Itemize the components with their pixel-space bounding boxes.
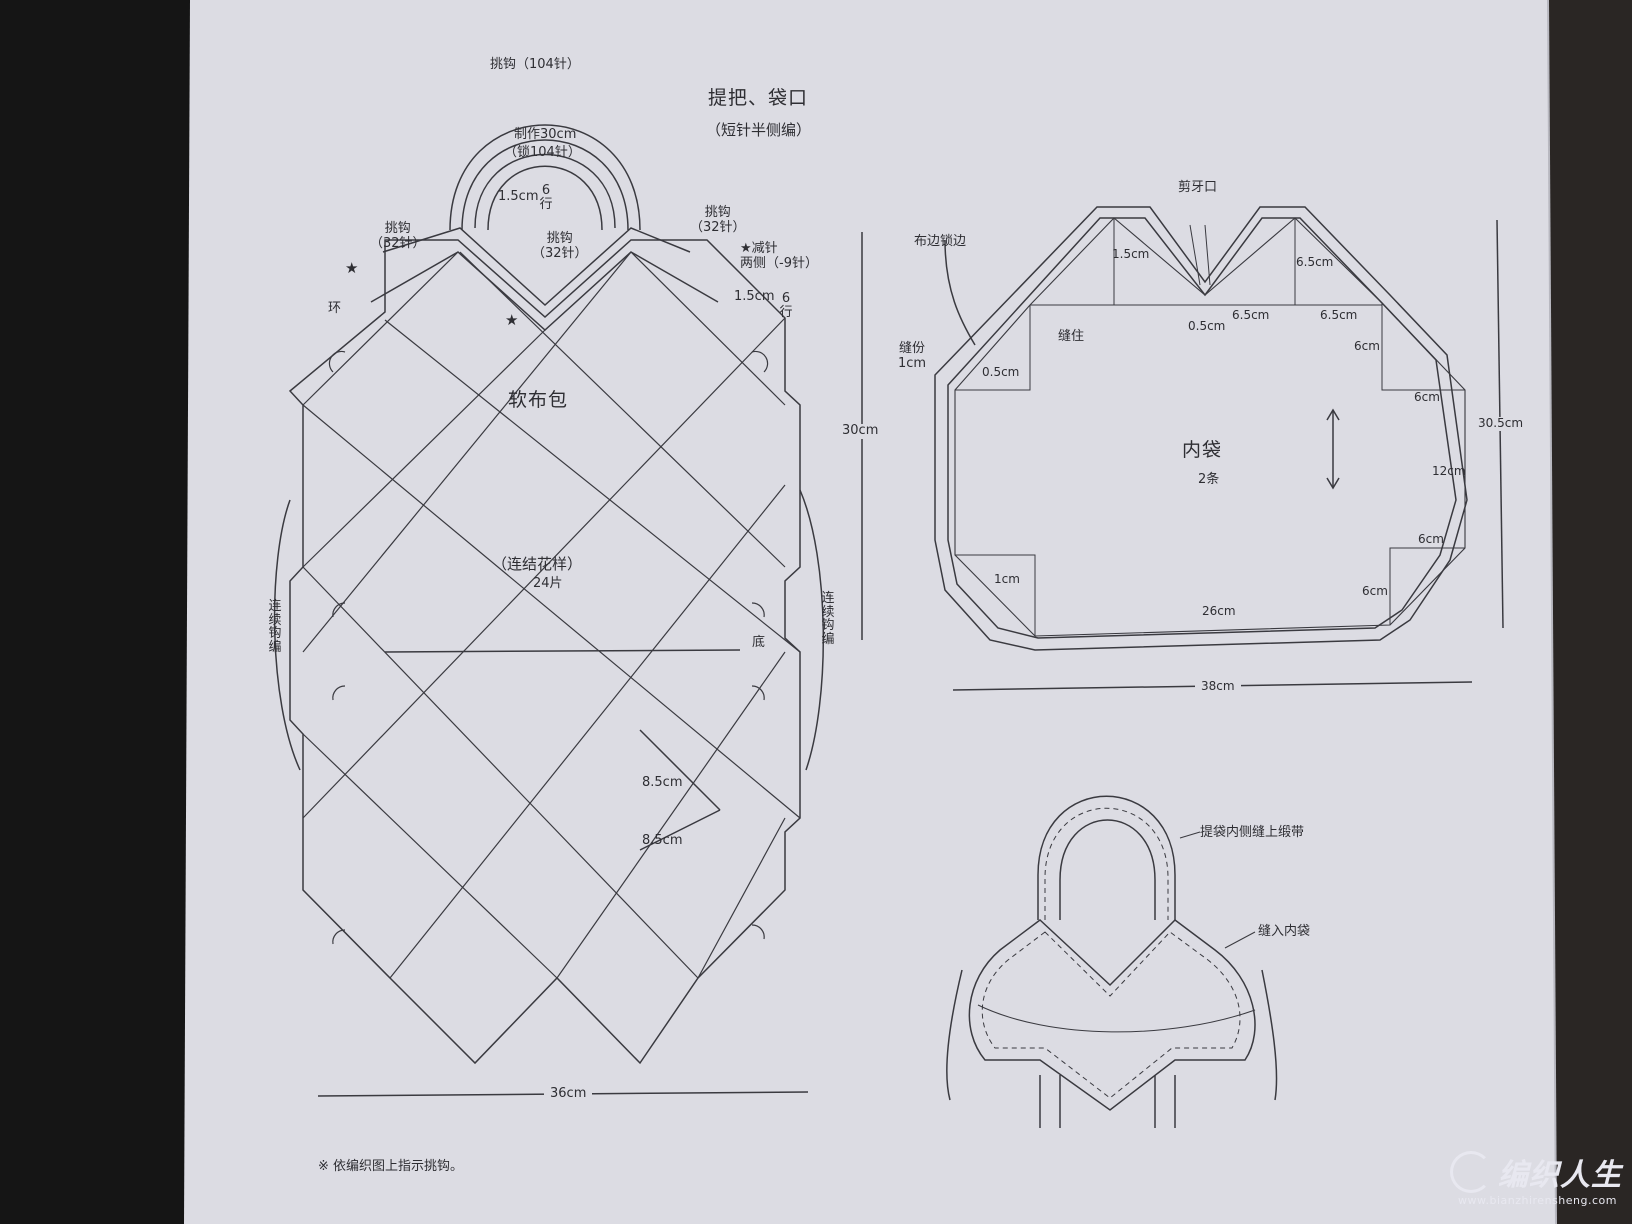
watermark-url: www.bianzhirensheng.com [1458, 1194, 1617, 1207]
bag-width-label: 36cm [544, 1086, 593, 1102]
decrease-sub-text: 两侧（-9针） [740, 255, 818, 271]
sew-in-note: 缝入内袋 [1258, 924, 1311, 939]
binding-label: 布边锁边 [914, 234, 967, 249]
right-rows-label: 6行 [779, 291, 793, 320]
seam-size-text: 1cm [898, 355, 927, 371]
sew-label: 缝住 [1058, 329, 1085, 344]
assembled-body [968, 919, 1256, 1111]
watermark-logo-text: 编织人生 [1498, 1158, 1622, 1193]
watermark: 编织人生 www.bianzhirensheng.com [1450, 1150, 1622, 1207]
right-height-label: 1.5cm [734, 289, 775, 304]
pickup-right-label: 挑钩 （32针） [690, 205, 746, 236]
handle-height-label: 1.5cm [498, 189, 539, 204]
dim-1cm: 1cm [994, 572, 1020, 586]
pickup-right-text: 挑钩 [704, 205, 731, 220]
dim-6-5cm-right: 6.5cm [1320, 308, 1358, 322]
dim-6cm-b: 6cm [1414, 390, 1440, 404]
dim-0-5cm-left: 0.5cm [982, 365, 1020, 379]
lining-stitch-line [954, 217, 1466, 637]
lining-inner-outline [947, 217, 1457, 639]
bottom-fold-line [384, 649, 741, 653]
continuous-right-label: 连续钩编 [821, 591, 835, 647]
spiral-icon [1450, 1151, 1492, 1193]
page-edge-shadow [1548, 0, 1632, 1224]
motif-size-label-2: 8.5cm [642, 833, 683, 848]
motif-size-label-1: 8.5cm [642, 775, 683, 790]
pickup-right-count: （32针） [690, 219, 746, 235]
ribbon-note: 提袋内侧缝上缎带 [1200, 825, 1305, 840]
star-mark-left: ★ [345, 259, 359, 277]
pickup-left-text: 挑钩 [384, 221, 411, 236]
footnote: ※ 依编织图上指示挑钩。 [318, 1159, 464, 1174]
assembly-illustration [946, 795, 1278, 1128]
diagram-title: 提把、袋口 [708, 87, 809, 109]
lining-count: 2条 [1198, 472, 1220, 487]
watermark-logo: 编织人生 [1450, 1150, 1622, 1194]
dim-6-5cm-left: 6.5cm [1232, 308, 1270, 322]
diagram-subtitle: （短针半侧编） [706, 121, 812, 139]
motif-lattice [302, 251, 801, 979]
dim-6cm-c: 6cm [1418, 532, 1444, 546]
star-mark-center: ★ [505, 311, 519, 329]
notch-label: 剪牙口 [1178, 180, 1218, 195]
paper-sheet [184, 0, 1556, 1224]
assembled-handle [1037, 795, 1176, 920]
pickup-left-count: （32针） [370, 235, 426, 251]
bag-main-label: 软布包 [508, 389, 569, 411]
pickup-center-text: 挑钩 [546, 231, 573, 246]
dim-6-5cm-vertical: 6.5cm [1296, 255, 1334, 269]
dim-1-5cm: 1.5cm [1112, 247, 1150, 261]
dim-6cm-d: 6cm [1362, 584, 1388, 598]
seam-text: 缝份 [899, 341, 926, 356]
dim-0-5cm-center: 0.5cm [1188, 319, 1226, 333]
handle [449, 124, 641, 231]
continuous-left-label: 连续钩编 [268, 599, 282, 655]
handle-make-label: 制作30cm [514, 127, 577, 142]
decrease-text: ★减针 [740, 241, 778, 256]
decrease-label: ★减针 两侧（-9针） [740, 241, 818, 272]
lining-title: 内袋 [1182, 439, 1223, 461]
bag-height-label: 30cm [842, 423, 879, 439]
pickup-center-label: 挑钩 （32针） [532, 231, 588, 262]
pattern-count-label: 24片 [533, 576, 563, 591]
dim-12cm: 12cm [1432, 464, 1466, 478]
seam-label: 缝份 1cm [898, 341, 927, 372]
pickup-left-label: 挑钩 （32针） [370, 221, 426, 252]
dim-26cm: 26cm [1196, 604, 1242, 619]
lining-outer-outline [934, 206, 1468, 651]
handle-rows-label: 6行 [539, 183, 553, 212]
bag-outline [288, 239, 801, 1065]
bottom-label: 底 [752, 635, 766, 650]
dim-6cm-a: 6cm [1354, 339, 1380, 353]
lining-width-label: 38cm [1195, 679, 1241, 694]
ring-label: 环 [328, 301, 342, 316]
lining-height-label: 30.5cm [1478, 416, 1524, 431]
pattern-label: （连结花样） [492, 555, 583, 573]
pickup-center-count: （32针） [532, 245, 588, 261]
handle-make-sub-label: （锁104针） [504, 145, 581, 160]
handle-pickup-label: 挑钩（104针） [490, 57, 580, 72]
